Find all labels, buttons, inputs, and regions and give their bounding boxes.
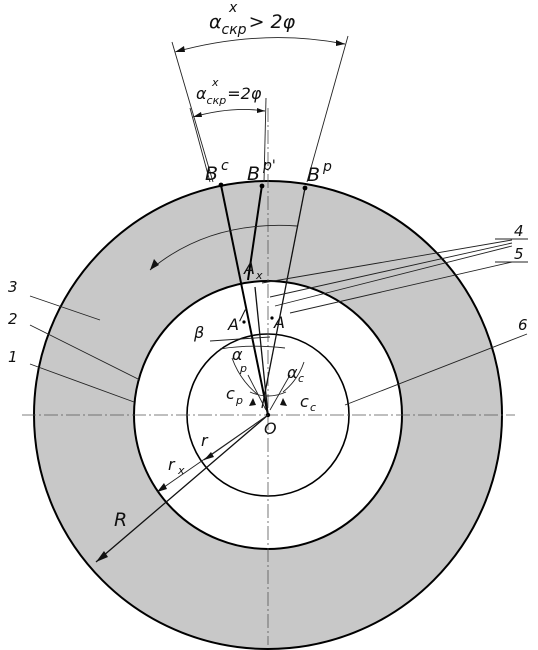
point-A1	[242, 320, 246, 324]
arrowhead	[157, 483, 167, 492]
leader-4a	[261, 239, 513, 284]
label-alpha-p: α	[232, 345, 243, 364]
small-angle-left-ext	[189, 107, 211, 183]
angle-large-rel: > 2φ	[249, 11, 296, 33]
callout-3: 3	[8, 278, 18, 296]
line-Bp	[261, 187, 306, 409]
label-Bp-sup: p	[322, 159, 332, 175]
alpha-p-arc	[231, 357, 258, 395]
leader-4b	[269, 242, 513, 298]
label-Bc-sup: c	[221, 158, 229, 174]
leader-1	[29, 363, 135, 403]
large-angle-arc	[174, 37, 346, 53]
label-O: O	[264, 419, 277, 438]
line-A-O	[254, 286, 269, 416]
line-Bp1	[247, 184, 263, 281]
arrowhead	[193, 112, 202, 117]
leader-3	[29, 295, 101, 321]
callout-5: 5	[514, 245, 524, 263]
leader-4c	[274, 245, 513, 307]
label-r: r	[201, 431, 209, 450]
label-R: R	[114, 509, 127, 531]
label-Bp: B	[307, 164, 320, 186]
small-bottom-arc	[249, 391, 287, 397]
point-Bp	[302, 185, 308, 191]
label-A1-sup: /	[238, 308, 246, 324]
cp-line	[247, 374, 267, 411]
arrowhead	[150, 259, 159, 270]
arrowhead	[175, 46, 185, 52]
beta-arc	[219, 345, 286, 350]
arrowhead	[96, 551, 108, 562]
callout-4: 4	[514, 222, 524, 240]
arrowhead	[280, 398, 287, 406]
angle-large-alpha: α	[209, 11, 222, 33]
large-angle-left-ext	[171, 41, 214, 183]
angle-small-label: αскр=2φ	[196, 84, 262, 107]
leader-6	[344, 333, 528, 406]
label-Ax: A	[243, 259, 255, 278]
line-Bc	[220, 184, 269, 416]
angle-small-sup: x	[211, 76, 219, 89]
label-rx-sub: x	[177, 464, 185, 477]
point-Bc	[218, 182, 224, 188]
label-Bp1-sup: p'	[262, 158, 276, 174]
label-A: A	[273, 313, 285, 332]
label-rx: r	[168, 455, 176, 474]
arrowhead	[204, 452, 214, 460]
point-Bp1	[259, 183, 265, 189]
angle-large-sub: скр	[222, 22, 247, 38]
callout-6: 6	[518, 316, 528, 334]
large-angle-right-ext	[306, 35, 349, 183]
label-Bc: B	[205, 163, 218, 185]
angle-small-alpha: α	[196, 84, 207, 103]
point-A	[270, 316, 274, 320]
label-A1: A	[227, 315, 239, 334]
label-cp-sub: p	[235, 394, 243, 407]
cc-line	[269, 374, 291, 411]
angle-large-sup: x	[228, 0, 238, 16]
arrowhead	[336, 40, 345, 46]
label-Ax-sub: x	[255, 269, 263, 282]
alpha-c-arc	[282, 361, 305, 393]
label-cc: c	[300, 392, 309, 411]
label-beta: β	[193, 323, 204, 342]
small-angle-right-ext	[263, 97, 267, 183]
label-alpha-p-sub: p	[239, 362, 247, 375]
angle-small-sub: скр	[207, 94, 227, 107]
callout-1: 1	[8, 348, 18, 366]
small-angle-arc	[192, 108, 266, 118]
label-alpha-c-sub: c	[298, 372, 304, 385]
beta-line	[209, 336, 271, 342]
leader-2	[29, 324, 141, 381]
leader-5	[289, 261, 513, 314]
label-cp: c	[226, 384, 235, 403]
angle-small-rel: =2φ	[227, 84, 262, 103]
radius-R	[95, 414, 269, 563]
label-alpha-c: α	[287, 363, 298, 382]
arrowhead	[257, 108, 265, 113]
callout-2: 2	[8, 310, 18, 328]
arrowhead	[249, 398, 256, 406]
radius-r	[203, 414, 269, 461]
label-Bp1: B	[247, 163, 260, 185]
label-cc-sub: c	[310, 401, 316, 414]
angle-large-label: αскр> 2φ	[209, 11, 296, 38]
rotation-arrow	[149, 224, 298, 271]
